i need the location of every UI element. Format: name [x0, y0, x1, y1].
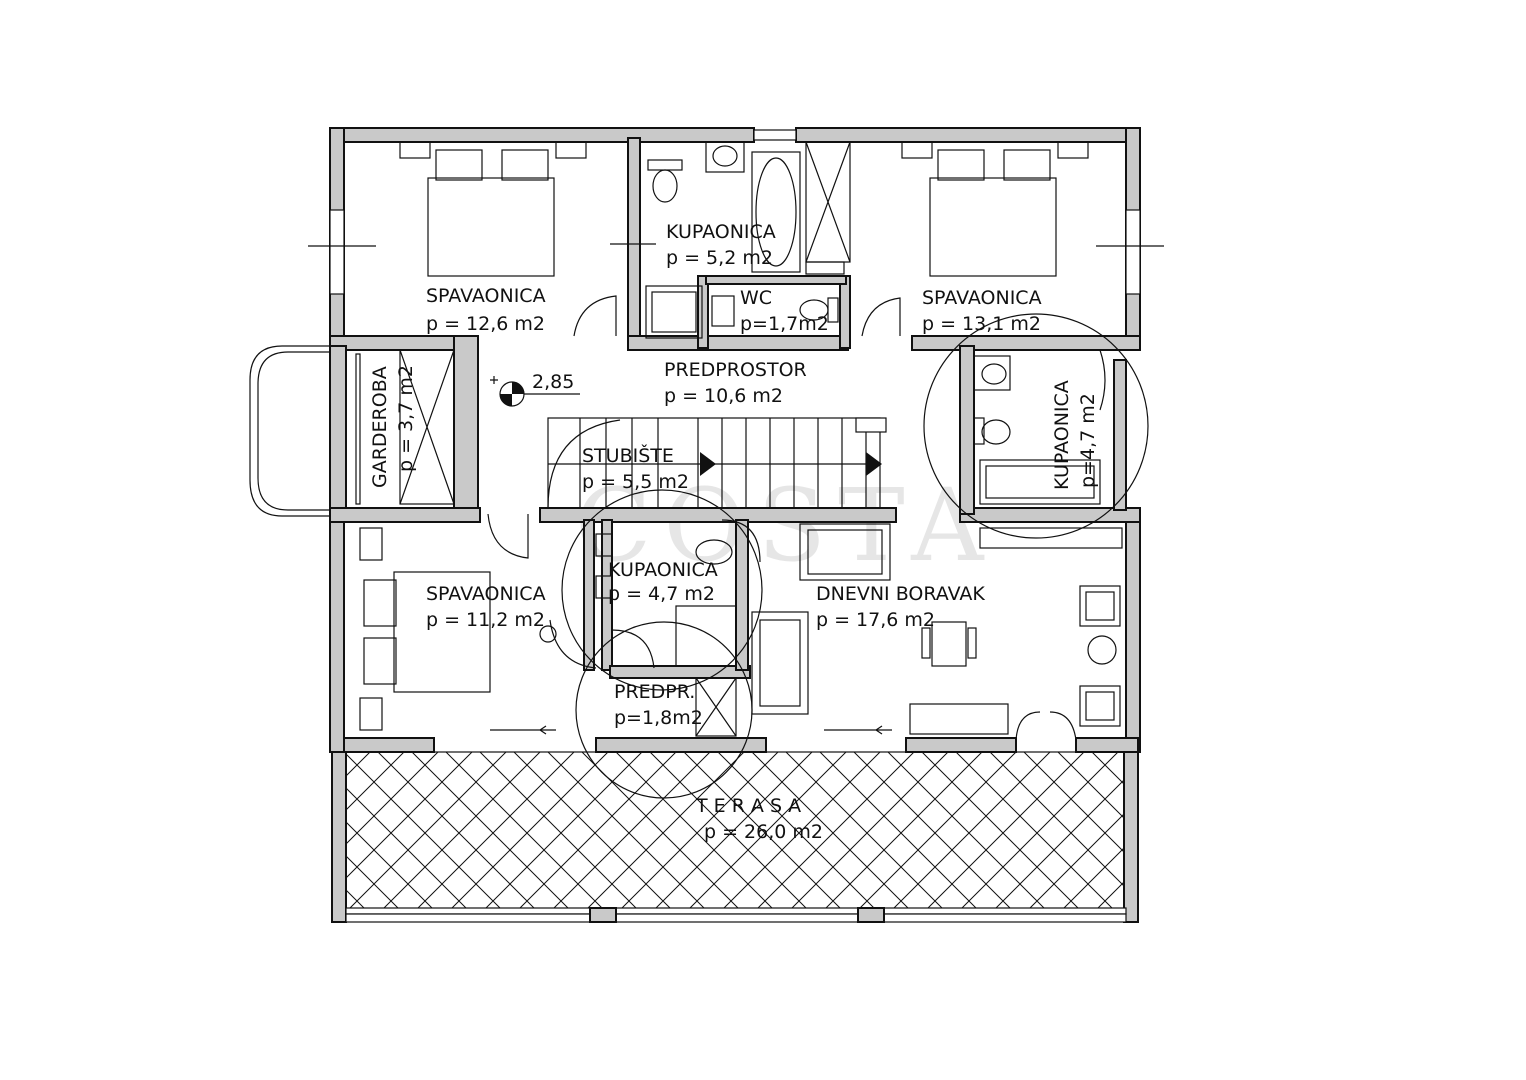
bathroom-2-fixtures — [923, 313, 1149, 539]
room-area-bed1: p = 12,6 m2 — [426, 313, 545, 335]
svg-text:COSTA: COSTA — [575, 467, 995, 584]
room-name-wardrobe: GARDEROBA — [369, 366, 391, 488]
room-area-hall: p = 10,6 m2 — [664, 385, 783, 407]
room-name-bed3: SPAVAONICA — [426, 583, 546, 605]
room-name-bath3: KUPAONICA — [608, 559, 718, 581]
room-area-bath1: p = 5,2 m2 — [666, 247, 773, 269]
room-name-terrace: T E R A S A — [695, 795, 801, 817]
room-name-stairs: STUBIŠTE — [582, 443, 674, 467]
room-area-living: p = 17,6 m2 — [816, 609, 935, 631]
room-area-terrace: p = 26,0 m2 — [704, 821, 823, 843]
room-area-wc: p=1,7m2 — [740, 313, 829, 335]
room-area-bed3: p = 11,2 m2 — [426, 609, 545, 631]
room-area-stairs: p = 5,5 m2 — [582, 471, 689, 493]
terrace — [331, 739, 1139, 923]
room-area-bed2: p = 13,1 m2 — [922, 313, 1041, 335]
room-name-living: DNEVNI BORAVAK — [816, 583, 985, 605]
bathroom-3-fixtures — [561, 489, 763, 799]
wardrobe-fixture — [355, 349, 455, 505]
room-name-bath2: KUPAONICA — [1051, 380, 1073, 490]
wc-fixtures — [711, 295, 839, 327]
bed-room-3 — [359, 527, 557, 731]
stairs — [547, 417, 887, 509]
room-labels: SPAVAONICA p = 12,6 m2 KUPAONICA p = 5,2… — [369, 221, 1099, 843]
living-furniture — [751, 523, 1123, 741]
level-marker — [490, 376, 580, 407]
room-name-bed1: SPAVAONICA — [426, 285, 546, 307]
bed-room-2 — [901, 141, 1089, 277]
room-name-hall: PREDPROSTOR — [664, 359, 807, 381]
door-swings — [308, 243, 1164, 735]
bed-room-1 — [399, 141, 587, 277]
room-area-bath3: p = 4,7 m2 — [608, 583, 715, 605]
room-area-bath2: p=4,7 m2 — [1077, 393, 1099, 488]
room-name-foyer: PREDPR. — [614, 681, 695, 703]
watermark: COSTA — [575, 467, 995, 584]
room-area-wardrobe: p = 3,7 m2 — [395, 365, 417, 472]
outer-walls — [329, 127, 1141, 753]
room-name-bath1: KUPAONICA — [666, 221, 776, 243]
bathroom-1-fixtures — [645, 141, 851, 339]
room-name-wc: WC — [740, 287, 772, 309]
room-area-foyer: p=1,8m2 — [614, 707, 703, 729]
room-name-bed2: SPAVAONICA — [922, 287, 1042, 309]
level-value: 2,85 — [532, 371, 574, 393]
